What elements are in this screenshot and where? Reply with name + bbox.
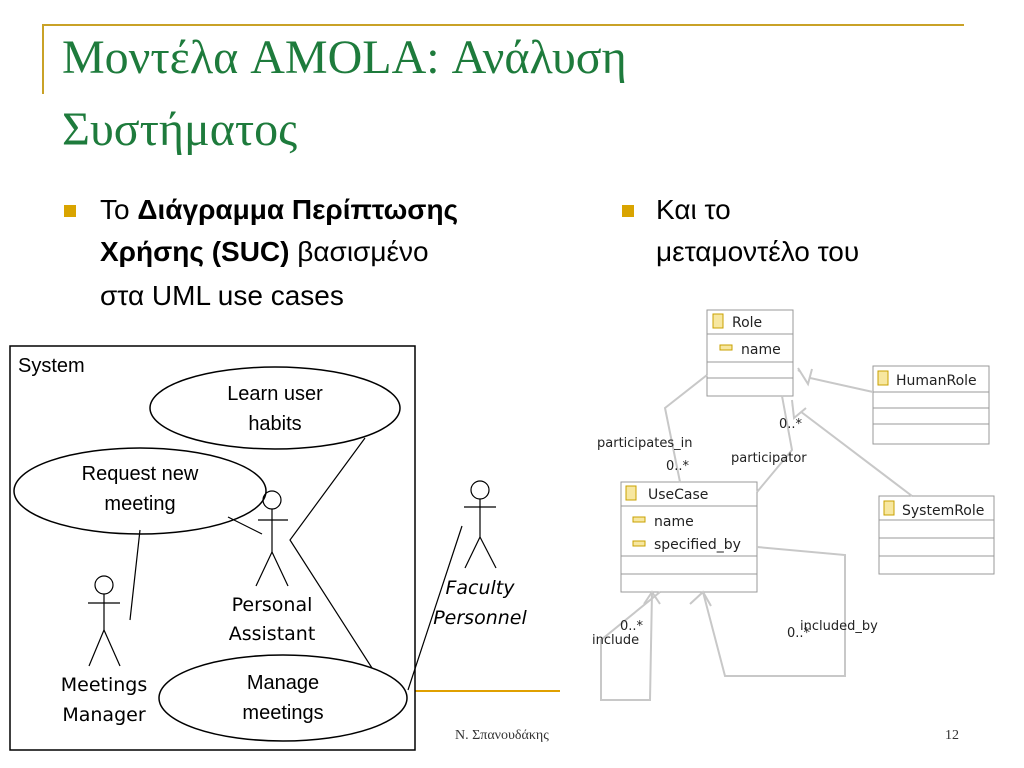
actor-label-personal-1: Personal (231, 594, 313, 616)
footer-author: Ν. Σπανουδάκης (455, 728, 549, 743)
bullet-marker-right (622, 205, 634, 217)
bullet-left-line-3: στα UML use cases (100, 280, 344, 311)
label-participates-in: participates_in (597, 436, 692, 451)
actor-label-meetings-2: Manager (62, 704, 146, 726)
use-case-learn-line-1: Learn user (227, 383, 323, 405)
class-system-role-name: SystemRole (902, 503, 984, 519)
bullet-left-line-1: Το Διάγραμμα Περίπτωσης (100, 190, 458, 230)
actor-label-faculty-1: Faculty (445, 577, 515, 599)
bullet-right-line-2: μεταμοντέλο του (656, 236, 860, 267)
label-participator: participator (731, 451, 807, 466)
class-role (706, 309, 794, 397)
page-number: 12 (945, 728, 959, 743)
slide-title-line-2: Συστήματος (62, 103, 298, 156)
bullet-right-line-1: Και το (656, 194, 731, 225)
bullet-left-prefix: Το (100, 194, 138, 225)
label-mult-included-by: 0..* (787, 626, 811, 641)
title-frame (42, 24, 964, 94)
class-use-case-attr-2: specified_by (654, 537, 741, 553)
association-pa-learn-manage (289, 437, 373, 669)
class-role-name: Role (732, 315, 762, 331)
generalization-arrow-human (797, 367, 813, 387)
class-human-role (872, 365, 990, 445)
use-case-request-line-1: Request new (81, 463, 199, 485)
actor-faculty-personnel (464, 480, 497, 569)
association-pa-request (227, 516, 263, 535)
bullet-left-suffix-2: βασισμένο (289, 236, 429, 267)
label-mult-usecase: 0..* (666, 459, 690, 474)
class-use-case-name: UseCase (648, 487, 708, 503)
use-case-manage-meetings (158, 654, 408, 742)
label-include: include (592, 633, 639, 648)
use-case-learn-habits (149, 366, 401, 450)
use-case-manage-line-1: Manage (246, 672, 320, 694)
class-human-role-name: HumanRole (896, 373, 977, 389)
generalization-arrow-system (791, 399, 807, 420)
bullet-left-line-2: Χρήσης (SUC) βασισμένο (100, 232, 429, 272)
actor-label-meetings-1: Meetings (60, 674, 148, 696)
label-mult-include: 0..* (620, 619, 644, 634)
bullet-marker-left (64, 205, 76, 217)
slide-title-line-1: Μοντέλα AMOLA: Ανάλυση (62, 31, 627, 84)
class-use-case-attr-1: name (654, 514, 694, 530)
use-case-learn-line-2: habits (248, 413, 302, 435)
actor-label-faculty-2: Personnel (433, 607, 527, 629)
actor-label-personal-2: Assistant (228, 623, 316, 645)
system-boundary (9, 345, 416, 751)
bullet-left-bold-2: Χρήσης (SUC) (100, 236, 290, 267)
footer-rule (415, 690, 560, 692)
system-label: System (18, 355, 85, 377)
association-faculty-manage (407, 525, 463, 691)
class-use-case (620, 481, 758, 593)
label-mult-role: 0..* (779, 417, 803, 432)
class-system-role (878, 495, 995, 575)
label-included-by: included_by (800, 619, 878, 634)
metamodel-relations (600, 367, 913, 701)
use-case-request-line-2: meeting (104, 493, 176, 515)
association-mm-request (129, 529, 141, 621)
actor-personal-assistant (255, 490, 289, 587)
bullet-left-bold-1: Διάγραμμα Περίπτωσης (137, 194, 459, 225)
actor-meetings-manager (88, 575, 121, 667)
class-role-attr: name (741, 342, 781, 358)
use-case-manage-line-2: meetings (242, 702, 324, 724)
